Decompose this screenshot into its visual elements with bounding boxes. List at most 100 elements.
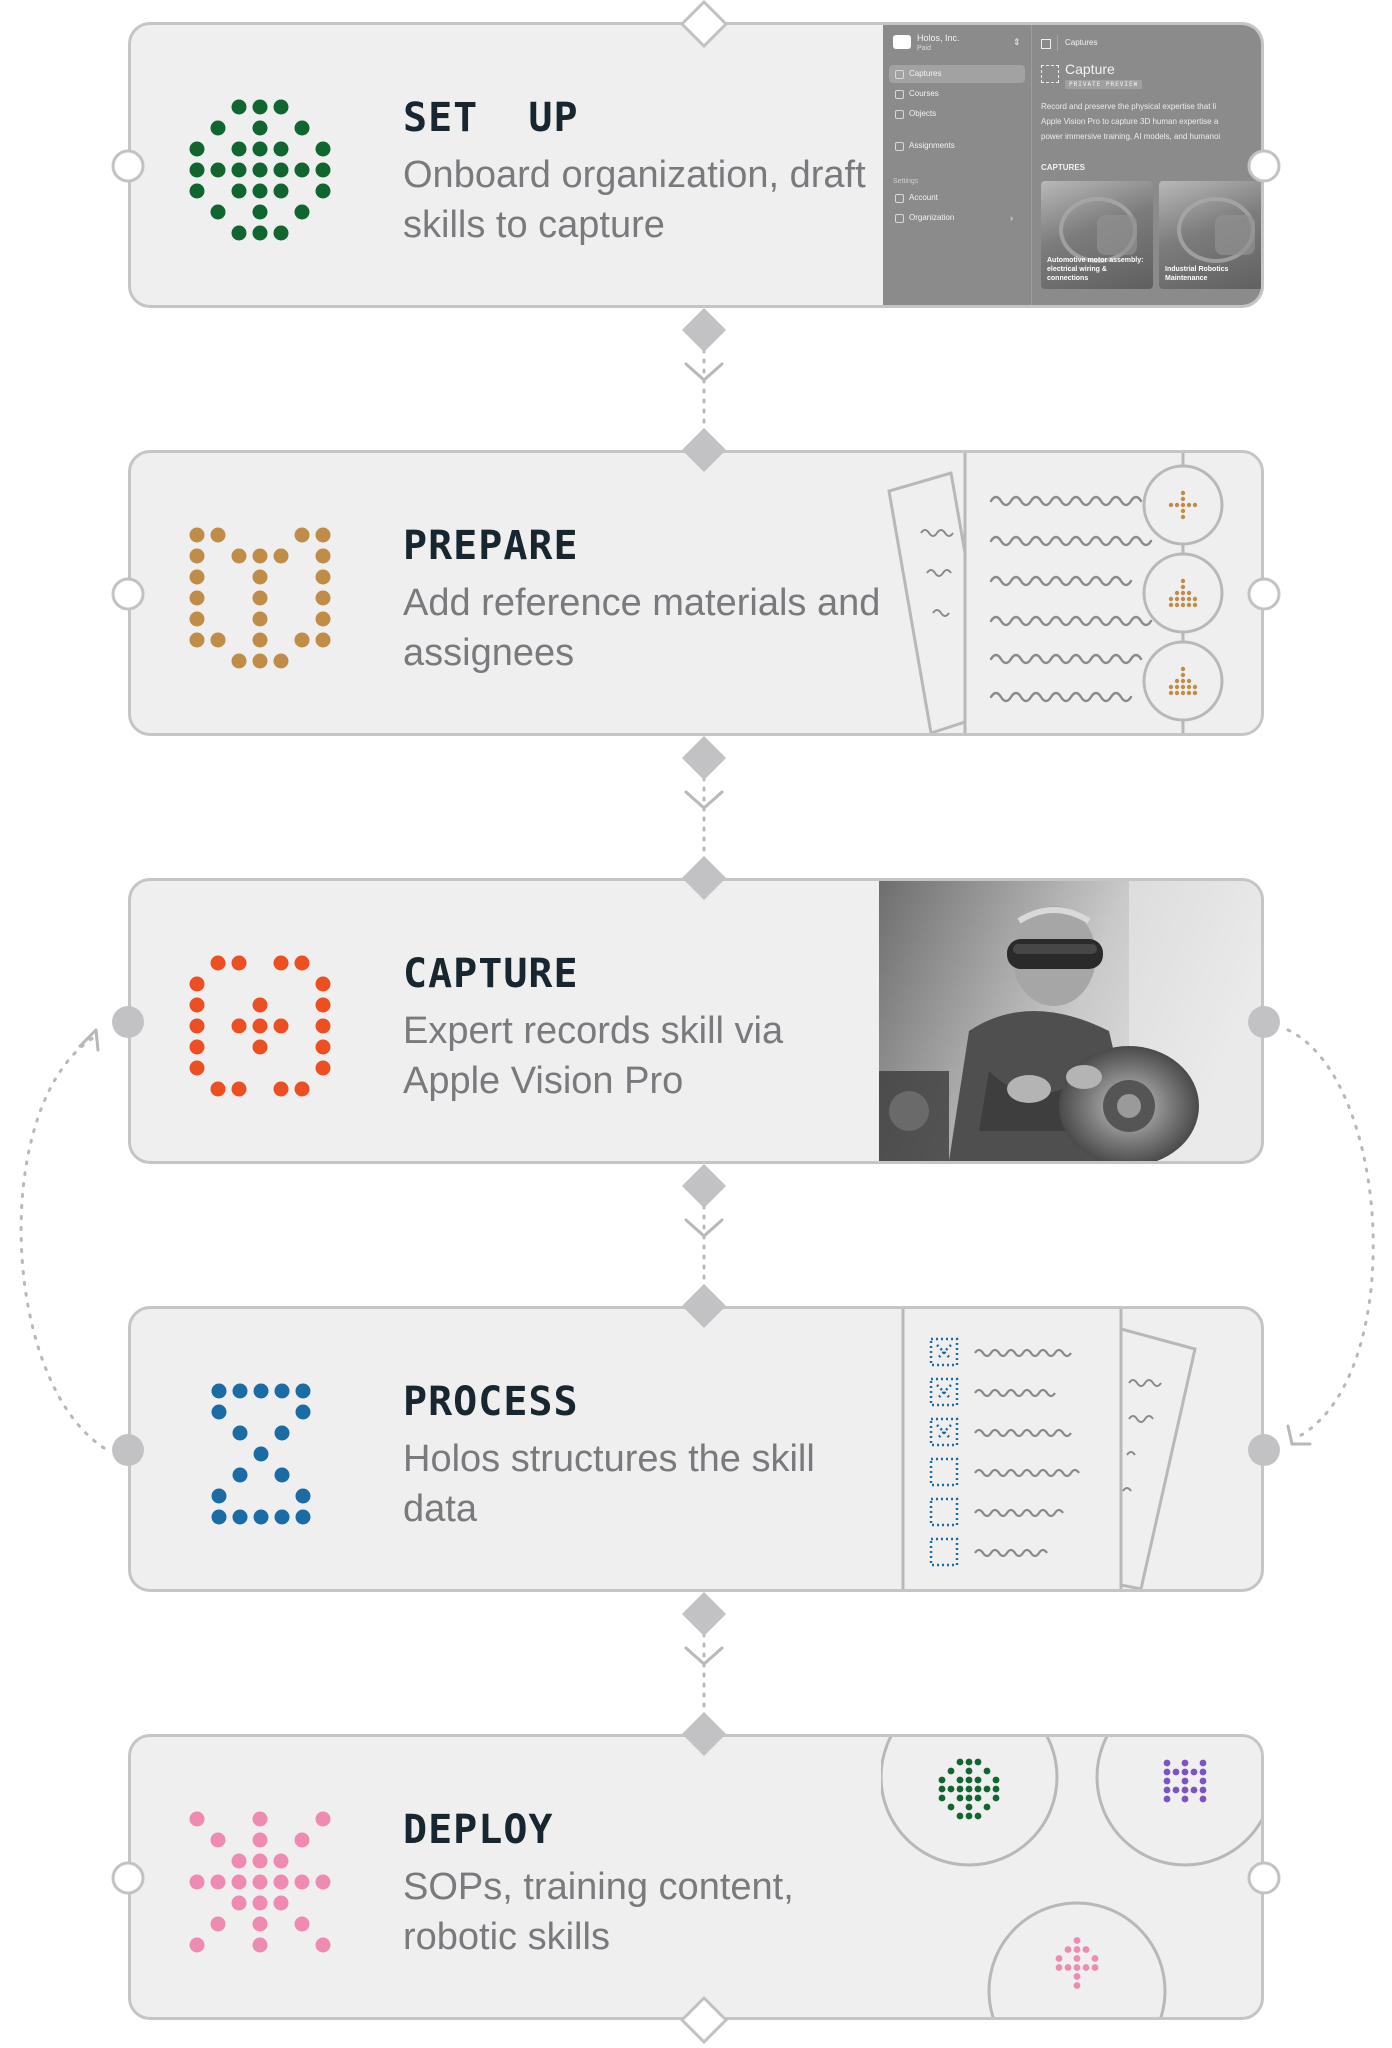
dot [252, 590, 268, 606]
scribble-line [974, 1428, 1072, 1438]
dot [294, 632, 310, 648]
sidebar-item-captures[interactable]: Captures [889, 65, 1025, 83]
dot [231, 1081, 247, 1097]
step-title: PROCESS [403, 1379, 579, 1425]
dot [1180, 666, 1186, 672]
dot [1180, 584, 1186, 590]
app-sidebar: Holos, Inc. Paid ⇕ Captures Courses Obje… [883, 25, 1032, 305]
scribble-line [974, 1388, 1056, 1398]
dot [938, 1794, 946, 1802]
dot [189, 1018, 205, 1034]
dot [1180, 514, 1186, 520]
loop-arrow-icon [1286, 1424, 1312, 1446]
dot [273, 183, 289, 199]
dot [252, 1916, 268, 1932]
sidebar-item-organization[interactable]: Organization› [889, 209, 1025, 227]
dot [252, 1039, 268, 1055]
switcher-icon[interactable]: ⇕ [1013, 37, 1021, 47]
dot [211, 1383, 227, 1399]
dot [1199, 1768, 1207, 1776]
dot [252, 1895, 268, 1911]
dot [273, 955, 289, 971]
scribble-line [974, 1508, 1064, 1518]
dot [1055, 1955, 1063, 1962]
dot [1192, 690, 1198, 696]
dot [231, 1018, 247, 1034]
dot [947, 1803, 955, 1811]
step-title: DEPLOY [403, 1807, 554, 1853]
dot [252, 1853, 268, 1869]
sidebar-item-courses[interactable]: Courses [889, 85, 1025, 103]
sidebar-item-assignments[interactable]: Assignments [889, 137, 1025, 155]
dot [1091, 1964, 1099, 1971]
dot [1181, 1759, 1189, 1767]
dot [1199, 1786, 1207, 1794]
dot [189, 527, 205, 543]
capture-card[interactable]: Automotive motor assembly: electrical wi… [1041, 181, 1153, 289]
capture-dots-icon [189, 955, 331, 1097]
dot [273, 1895, 289, 1911]
dot [1180, 578, 1186, 584]
dot [231, 1874, 247, 1890]
dot [974, 1758, 982, 1766]
dot [1199, 1795, 1207, 1803]
checked-box-icon [929, 1377, 959, 1407]
capture-card[interactable]: Industrial Robotics Maintenance [1159, 181, 1261, 289]
dot [252, 204, 268, 220]
dot [965, 1776, 973, 1784]
dot [252, 611, 268, 627]
dot [315, 141, 331, 157]
page-description: Record and preserve the physical experti… [1041, 99, 1261, 144]
dot [210, 162, 226, 178]
dot [189, 569, 205, 585]
page-title: Capture [1065, 61, 1115, 77]
dot [294, 1874, 310, 1890]
sidebar-item-label: Organization [909, 213, 955, 222]
dot [189, 141, 205, 157]
app-screenshot: Holos, Inc. Paid ⇕ Captures Courses Obje… [883, 25, 1261, 305]
dot [315, 527, 331, 543]
dot [274, 1383, 290, 1399]
step-card-deploy: DEPLOY SOPs, training content, robotic s… [128, 1734, 1264, 2020]
dot [232, 1425, 248, 1441]
prepare-dots-icon [189, 527, 331, 669]
dot [295, 1509, 311, 1525]
objects-icon [895, 110, 904, 119]
dot [1186, 602, 1192, 608]
dot [315, 1811, 331, 1827]
dot [956, 1794, 964, 1802]
dot [1172, 1768, 1180, 1776]
dot [1073, 1937, 1081, 1944]
sidebar-item-objects[interactable]: Objects [889, 105, 1025, 123]
dot [315, 611, 331, 627]
checklist [929, 1337, 1080, 1567]
step-title: CAPTURE [403, 951, 579, 997]
sidebar-item-account[interactable]: Account [889, 189, 1025, 207]
dot [1186, 596, 1192, 602]
dot [315, 1937, 331, 1953]
dot [231, 548, 247, 564]
breadcrumb[interactable]: Captures [1065, 38, 1098, 47]
dot [210, 1874, 226, 1890]
sidebar-toggle-icon[interactable] [1041, 39, 1051, 49]
sidebar-item-label: Account [909, 193, 938, 202]
dot [189, 1811, 205, 1827]
dot [231, 955, 247, 971]
structured-data-illustration [901, 1309, 1197, 1589]
expert-vision-pro-photo [879, 881, 1261, 1161]
dot [231, 99, 247, 115]
dot [974, 1794, 982, 1802]
dot [210, 120, 226, 136]
dot [1180, 672, 1186, 678]
dot [252, 225, 268, 241]
dot [232, 1509, 248, 1525]
dot [1055, 1964, 1063, 1971]
dot [252, 653, 268, 669]
dot [273, 99, 289, 115]
dot [315, 590, 331, 606]
dot [965, 1767, 973, 1775]
dot [965, 1785, 973, 1793]
dot [189, 183, 205, 199]
dot [1199, 1777, 1207, 1785]
dot [252, 1811, 268, 1827]
